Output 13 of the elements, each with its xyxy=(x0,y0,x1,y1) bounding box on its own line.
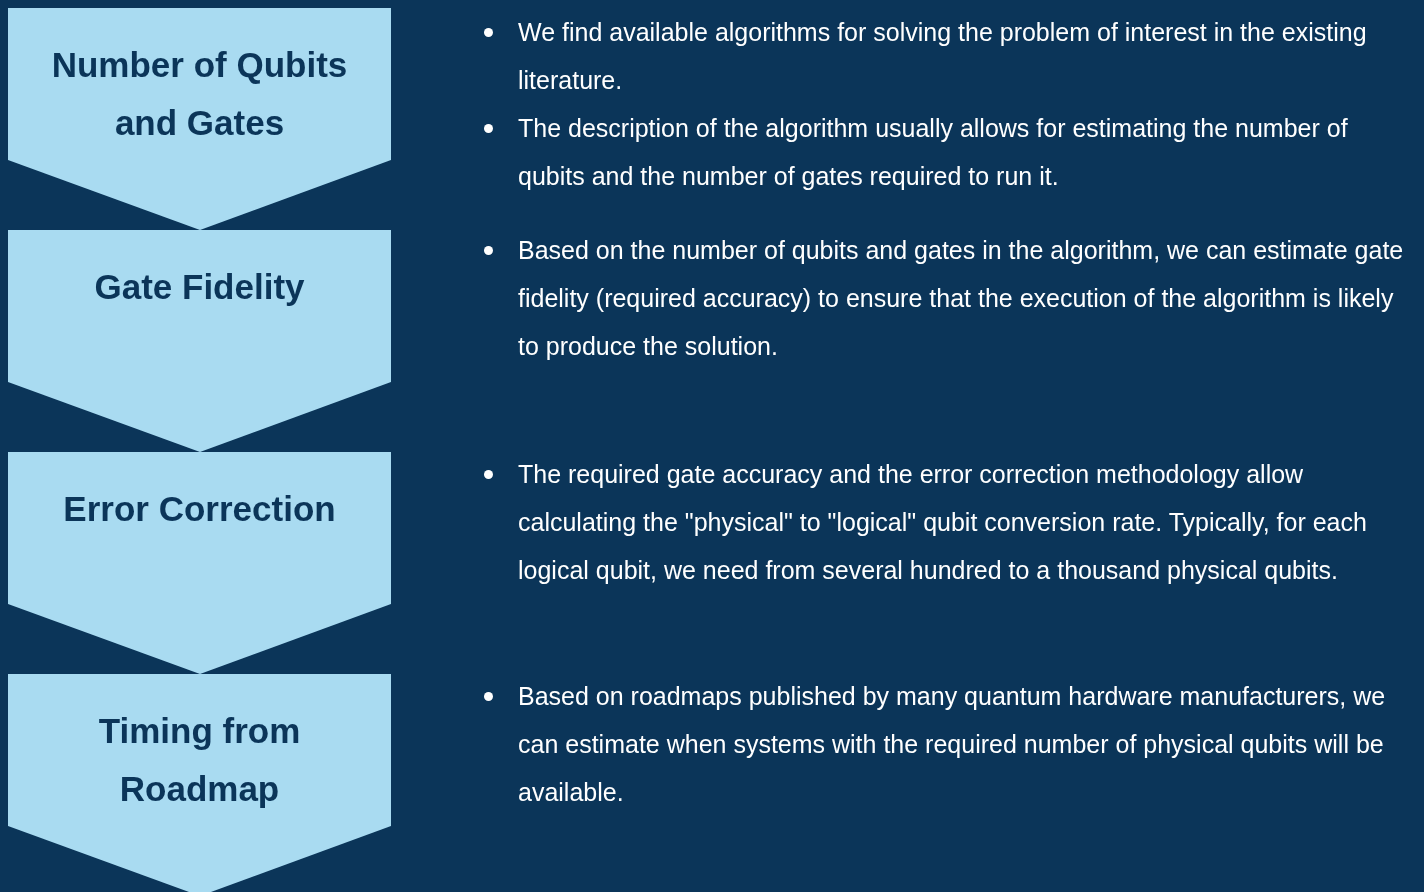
step-title: Timing from Roadmap xyxy=(97,710,302,810)
bullet-text: Based on roadmaps published by many quantum hardware manufacturers, we can estimate when systems with the required number of physical qubits will be available. xyxy=(518,681,1387,808)
chevron-step xyxy=(8,230,391,452)
step-title: Gate Fidelity xyxy=(93,266,306,308)
chevron-step xyxy=(8,452,391,674)
bullet-text: The description of the algorithm usually allows for estimating the number of qubits and the number of gates required to run it. xyxy=(518,113,1349,192)
bullet-text: The required gate accuracy and the error correction methodology allow calculating the "physical" to "logical" qubit conversion rate. Typically, for each logical qubit, we need from several hundred to a thousand physical qubits. xyxy=(518,459,1368,586)
chevron-step xyxy=(8,674,391,892)
step-title: Number of Qubits and Gates xyxy=(50,44,349,144)
bullet-text: Based on the number of qubits and gates in the algorithm, we can estimate gate fidelity (required accuracy) to ensure that the execution of the algorithm is likely to produce the solution. xyxy=(518,235,1405,362)
bullet-text: We find available algorithms for solving the problem of interest in the existing literature. xyxy=(518,17,1368,96)
step-title: Error Correction xyxy=(62,488,337,530)
chevron-step xyxy=(8,8,391,230)
